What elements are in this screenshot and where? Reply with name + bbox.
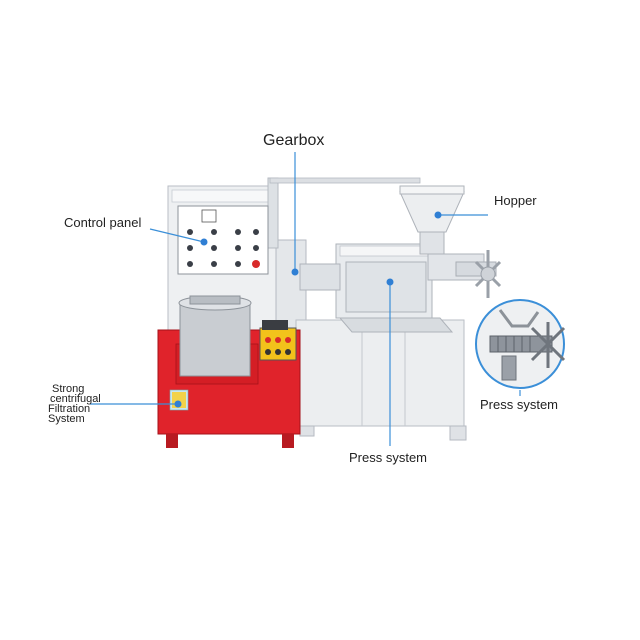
centrifugal-filter [157, 295, 301, 448]
hopper-label: Hopper [494, 193, 537, 208]
control-panel-box [177, 205, 269, 275]
gearbox-label: Gearbox [263, 132, 325, 149]
oil-press-machine [167, 177, 502, 441]
strong-line-1: Strong [52, 383, 85, 395]
leader-lines [90, 152, 521, 446]
leader-dots [174, 211, 442, 408]
press-system-inset [475, 299, 566, 389]
strong-line-2: centrifugal [50, 393, 101, 405]
press-system-bottom-label: Press system [349, 450, 428, 465]
strong-line-3: Filtration [48, 403, 91, 415]
press-system-inset-label: Press system [480, 397, 559, 412]
control-panel-label: Control panel [64, 215, 142, 230]
strong-line-4: System [48, 413, 85, 425]
strong-centrifugal-label: Strong centrifugal Filtration System [48, 384, 101, 425]
